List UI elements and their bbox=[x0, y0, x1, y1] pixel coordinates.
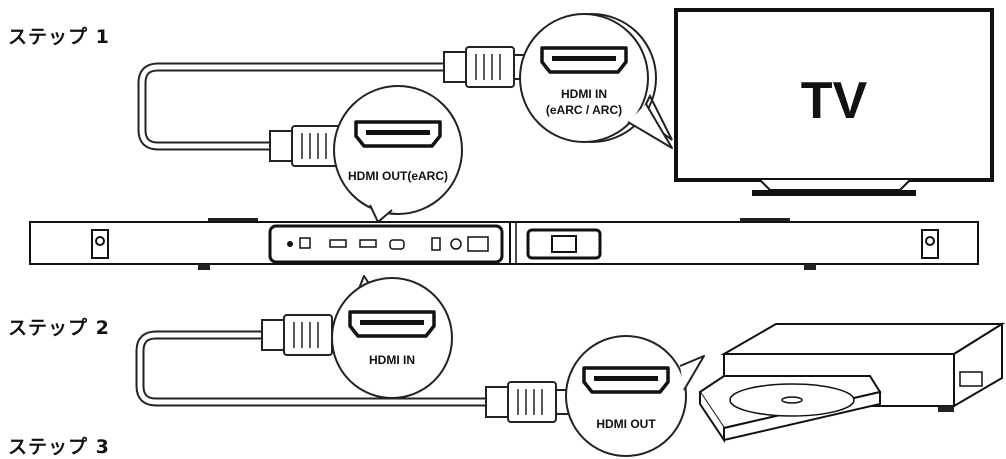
step-3-label: ステップ 3 bbox=[8, 436, 110, 458]
step-1-label: ステップ 1 bbox=[8, 26, 110, 48]
soundbar-hdmi-in-callout: HDMI IN bbox=[331, 275, 453, 399]
tv-icon: TV bbox=[674, 8, 994, 196]
player-out-label: HDMI OUT bbox=[596, 417, 656, 431]
player-hdmi-out-callout: HDMI OUT bbox=[565, 335, 705, 457]
hdmi-port-icon bbox=[348, 310, 436, 338]
hdmi-port-icon bbox=[582, 366, 670, 394]
step-2-label: ステップ 2 bbox=[8, 317, 110, 339]
tv-port-label-line1: HDMI IN bbox=[561, 87, 607, 101]
soundbar-hdmi-out-callout: HDMI OUT(eARC) bbox=[333, 85, 463, 223]
hdmi-port-icon bbox=[540, 46, 628, 74]
soundbar-in-label: HDMI IN bbox=[369, 353, 415, 367]
soundbar-out-label: HDMI OUT(eARC) bbox=[348, 169, 448, 183]
hdmi-plug-icon bbox=[485, 381, 575, 423]
hdmi-port-icon bbox=[354, 120, 442, 148]
tv-hdmi-in-callout: HDMI IN (eARC / ARC) bbox=[519, 12, 673, 149]
tv-label: TV bbox=[801, 72, 868, 130]
disc-player-icon bbox=[698, 322, 1006, 444]
hdmi-plug-icon bbox=[443, 46, 533, 88]
tv-port-label-line2: (eARC / ARC) bbox=[546, 103, 622, 117]
soundbar-icon bbox=[29, 218, 979, 270]
